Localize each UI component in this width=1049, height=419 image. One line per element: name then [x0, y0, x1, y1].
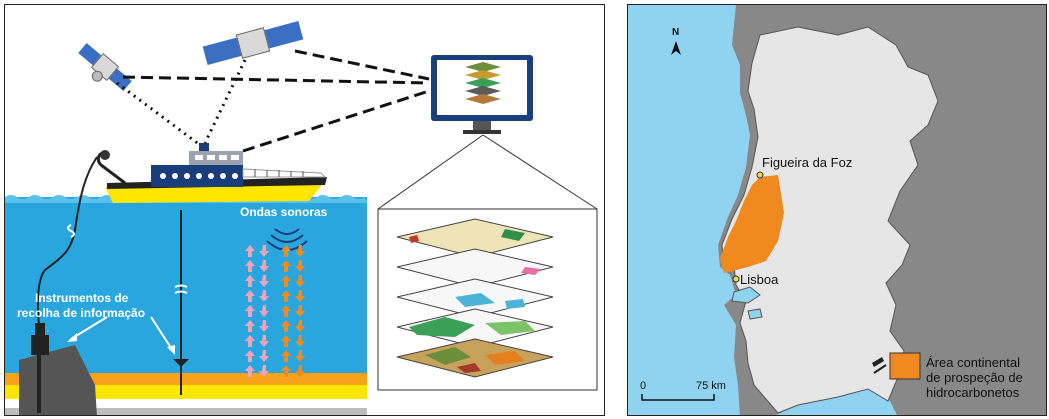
- satellite-left-icon: [76, 41, 134, 93]
- monitor-layer-stack-icon: [465, 62, 501, 104]
- arrow-up-icon: [281, 290, 291, 302]
- seabed-grey-layer: [5, 408, 367, 415]
- pointer-arrow-hydrophone: [150, 316, 174, 352]
- hydrophone-break-mark: [174, 284, 188, 294]
- hydrophone-sensor: [173, 359, 189, 367]
- scale-bar: 0 75 km: [640, 380, 726, 401]
- callout-line-right: [482, 134, 598, 210]
- computer-monitor-icon: [431, 55, 533, 134]
- arrow-up-icon: [281, 260, 291, 272]
- arrow-down-icon: [295, 290, 305, 302]
- legend-line3: hidrocarbonetos: [926, 385, 1020, 400]
- arrow-down-icon: [295, 260, 305, 272]
- arrow-down-icon: [295, 335, 305, 347]
- arrow-down-icon: [295, 275, 305, 287]
- cable-break-mark: [67, 224, 75, 238]
- instruments-label-line2: recolha de informação: [17, 306, 145, 320]
- tagus-estuary: [731, 286, 761, 304]
- arrow-down-icon: [295, 350, 305, 362]
- arrow-up-icon: [245, 275, 255, 287]
- arrow-up-icon: [281, 305, 291, 317]
- arrow-down-icon: [295, 245, 305, 257]
- arrow-down-icon: [295, 365, 305, 377]
- arrow-down-icon: [295, 320, 305, 332]
- lisboa-label: Lisboa: [740, 272, 779, 287]
- arrow-up-icon: [245, 290, 255, 302]
- portugal-map-svg: Figueira da Foz Lisboa N 0 75 km Área co…: [628, 5, 1046, 415]
- arrow-down-icon: [259, 350, 269, 362]
- arrow-down-icon: [259, 290, 269, 302]
- lisboa-marker: [732, 275, 740, 283]
- arrow-up-icon: [245, 245, 255, 257]
- survey-ship: [105, 143, 327, 203]
- legend-symbol-icon: [872, 357, 884, 367]
- arrow-down-icon: [259, 335, 269, 347]
- seabed-orange-layer: [5, 373, 367, 385]
- arrow-down-icon: [259, 245, 269, 257]
- arrow-up-icon: [281, 335, 291, 347]
- arrow-down-icon: [295, 305, 305, 317]
- instruments-label-line1: Instrumentos de: [35, 291, 129, 305]
- portugal-land: [721, 26, 939, 414]
- arrow-up-icon: [281, 245, 291, 257]
- arrow-up-icon: [245, 365, 255, 377]
- arrow-down-icon: [259, 260, 269, 272]
- arrow-down-icon: [259, 305, 269, 317]
- scale-distance-label: 75 km: [696, 380, 726, 392]
- bottom-instrument-station: [31, 323, 49, 413]
- arrow-up-icon: [281, 275, 291, 287]
- north-arrow-icon: N: [671, 27, 681, 55]
- legend: Área continental de prospeção de hidroca…: [872, 352, 1023, 400]
- satellite-right-icon: [201, 19, 305, 67]
- north-label: N: [672, 27, 679, 38]
- arrow-up-icon: [245, 320, 255, 332]
- signal-dashed-ship-monitor: [242, 89, 430, 153]
- legend-line2: de prospeção de: [926, 370, 1023, 385]
- tow-cable: [36, 156, 98, 326]
- figueira-da-foz-label: Figueira da Foz: [762, 155, 852, 170]
- legend-line1: Área continental: [926, 355, 1020, 370]
- legend-swatch: [889, 352, 921, 380]
- signal-dotted-ship-sat2: [203, 59, 247, 144]
- arrow-down-icon: [259, 365, 269, 377]
- figueira-da-foz-marker: [756, 171, 764, 179]
- arrow-up-icon: [245, 260, 255, 272]
- sound-wave-arrows: [245, 245, 305, 377]
- signal-dotted-ship-sat1: [116, 81, 201, 147]
- arrow-up-icon: [281, 320, 291, 332]
- arrow-down-icon: [259, 275, 269, 287]
- crane-pulley: [100, 150, 110, 160]
- arrow-up-icon: [281, 350, 291, 362]
- signal-dashed-sat1-monitor: [122, 75, 430, 85]
- arrow-up-icon: [245, 350, 255, 362]
- arrow-up-icon: [245, 335, 255, 347]
- arrow-down-icon: [259, 320, 269, 332]
- seismic-survey-diagram: Ondas sonoras Instrumentos de recolha de…: [4, 4, 605, 416]
- sado-estuary: [747, 308, 763, 320]
- signal-dashed-sat2-monitor: [294, 49, 430, 81]
- portugal-map: Figueira da Foz Lisboa N 0 75 km Área co…: [627, 4, 1047, 416]
- callout-line-left: [377, 134, 484, 210]
- arrow-up-icon: [281, 365, 291, 377]
- arrow-up-icon: [245, 305, 255, 317]
- seismic-survey-illustration: Ondas sonoras Instrumentos de recolha de…: [5, 19, 598, 415]
- prospection-area: [720, 175, 784, 273]
- scale-zero-label: 0: [640, 380, 646, 392]
- gis-layer-stack: [396, 218, 554, 378]
- sound-waves-label: Ondas sonoras: [240, 205, 328, 219]
